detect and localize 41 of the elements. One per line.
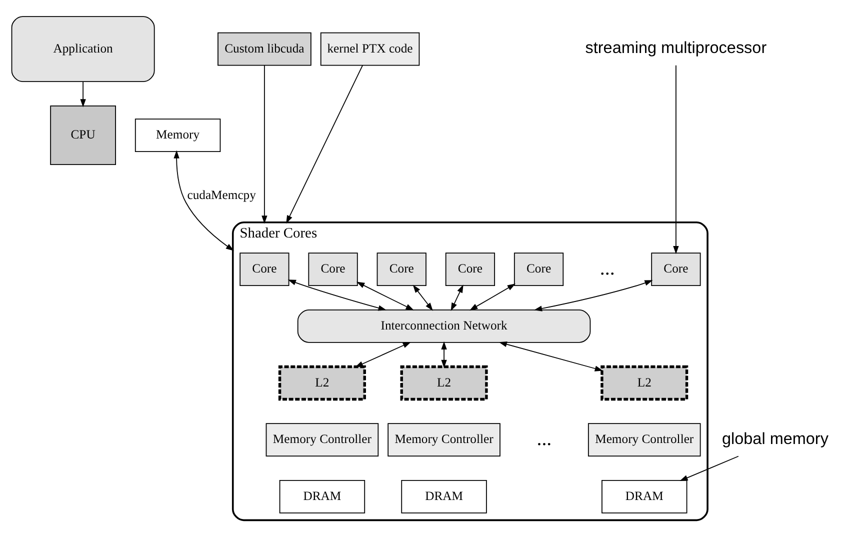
arrow — [534, 280, 653, 312]
arrow — [470, 284, 516, 310]
node-box: Core — [376, 252, 426, 286]
node-box: L2 — [600, 365, 688, 401]
node-box: Application — [11, 16, 155, 82]
arrow — [286, 64, 364, 224]
node-text: streaming multiprocessor — [585, 39, 767, 58]
node-box: CPU — [50, 106, 116, 166]
arrow — [356, 282, 414, 310]
node-box: L2 — [400, 365, 488, 401]
node-box: kernel PTX code — [320, 32, 420, 66]
arrow — [262, 64, 268, 224]
node-box: Core — [240, 252, 290, 286]
arrow — [174, 150, 234, 251]
node-box: Memory Controller — [266, 423, 379, 457]
node-box: Core — [514, 252, 564, 286]
arrow — [450, 284, 464, 311]
node-box: Memory Controller — [588, 423, 701, 457]
arrow — [354, 342, 412, 368]
arrow — [412, 284, 433, 311]
arrow — [441, 341, 447, 368]
label: ... — [600, 257, 615, 280]
node-box: Memory — [134, 118, 221, 152]
arrow — [80, 81, 86, 108]
node-box: Memory Controller — [388, 423, 500, 457]
node-box: DRAM — [602, 480, 688, 514]
arrow — [680, 456, 739, 481]
arrow — [498, 342, 603, 372]
node-box: Interconnection Network — [297, 309, 591, 343]
node-box: Custom libcuda — [218, 32, 312, 66]
arrow — [673, 64, 679, 254]
node-box: Core — [445, 252, 496, 286]
arrow — [288, 280, 386, 311]
label: ... — [536, 428, 552, 450]
node-text: global memory — [722, 430, 828, 448]
node-box: L2 — [278, 365, 366, 401]
node-box: DRAM — [401, 480, 487, 514]
edge-label: cudaMemcpy — [187, 188, 256, 202]
node-box: Core — [651, 252, 701, 286]
node-box: DRAM — [279, 480, 366, 514]
node-box: Core — [308, 252, 358, 286]
